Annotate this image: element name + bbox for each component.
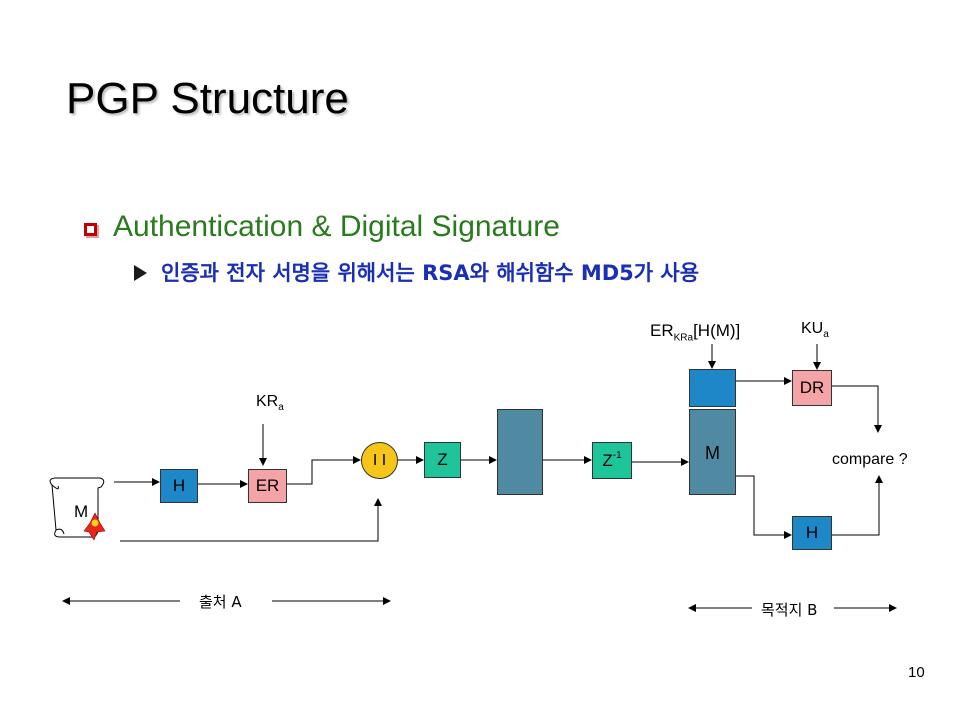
zinv-sup: -1 <box>612 450 622 461</box>
arrow-m-to-h-receiver <box>736 475 792 539</box>
bullet-level1-text: Authentication & Digital Signature <box>113 210 560 243</box>
sig-suffix: [H(M)] <box>693 321 741 340</box>
sig-prefix: ER <box>650 321 674 340</box>
message-box-label: M <box>705 443 720 463</box>
kra-sub: a <box>278 402 284 414</box>
kra-label: KRa <box>256 393 284 413</box>
compress-box-z: Z <box>424 442 461 478</box>
message-scroll-icon <box>49 477 106 541</box>
channel-box <box>497 409 543 495</box>
encrypt-box-er: ER <box>248 469 287 503</box>
kra-main: KR <box>256 393 279 410</box>
hash-box-sender: H <box>160 469 198 503</box>
checkbox-bullet-icon <box>84 222 97 236</box>
bullet-level1: Authentication & Digital Signature <box>84 210 560 244</box>
arrow-m-to-concat <box>120 498 382 542</box>
arrow-h-to-compare <box>832 475 883 536</box>
decrypt-box-dr: DR <box>792 370 832 406</box>
kua-label: KUa <box>801 320 829 340</box>
slide-title: PGP Structure <box>66 74 349 123</box>
arrow-er-to-concat <box>287 456 361 485</box>
signature-box <box>689 369 736 407</box>
bullet-level2: 인증과 전자 서명을 위해서는 RSA와 해쉬함수 MD5가 사용 <box>134 257 699 287</box>
sig-sub: KRa <box>673 332 694 344</box>
message-label: M <box>74 502 89 521</box>
kua-main: KU <box>801 320 824 337</box>
source-label: 출처 A <box>199 593 242 611</box>
compare-label: compare ? <box>832 451 908 468</box>
destination-label: 목적지 B <box>761 601 818 619</box>
concat-circle: I I <box>361 442 398 479</box>
arrow-dr-to-compare <box>832 385 882 433</box>
kua-sub: a <box>823 329 829 341</box>
arrow-bullet-icon <box>134 265 147 281</box>
decompress-box-zinv: Z-1 <box>592 442 632 479</box>
page-number: 10 <box>908 664 925 681</box>
hash-box-receiver: H <box>792 516 832 550</box>
zinv-main: Z <box>602 450 613 470</box>
message-box-m: M <box>689 409 736 495</box>
bullet-level2-text: 인증과 전자 서명을 위해서는 RSA와 해쉬함수 MD5가 사용 <box>161 261 700 285</box>
signature-label: ERKRa[H(M)] <box>650 321 740 343</box>
